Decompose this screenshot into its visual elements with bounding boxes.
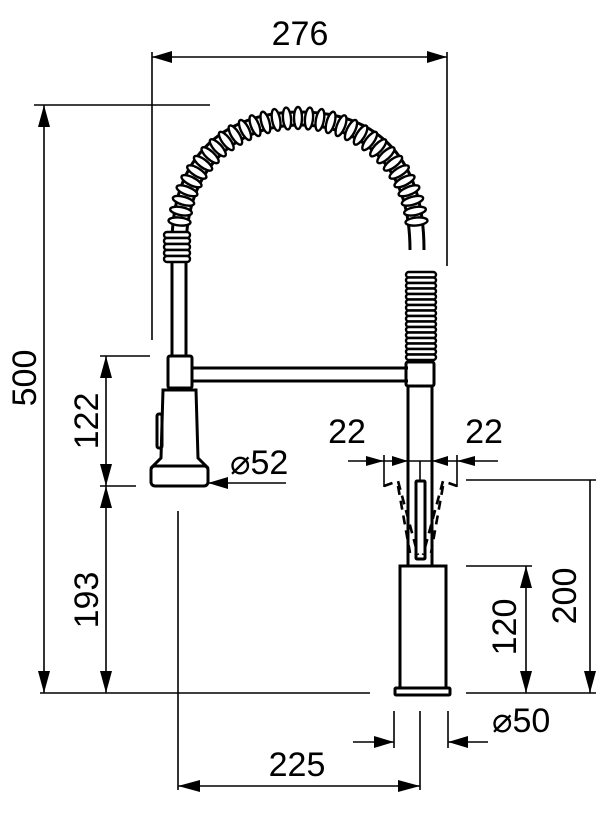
dimension-label-225: 225 — [269, 746, 326, 784]
left-spring-end — [162, 230, 192, 264]
dimension-label-200: 200 — [546, 568, 584, 625]
dimension-label-122: 122 — [68, 393, 106, 450]
dimension-reach: 225 — [177, 511, 421, 792]
dimension-label-52: ⌀52 — [230, 444, 288, 482]
holder-arm — [192, 360, 436, 388]
dimension-label-193: 193 — [68, 572, 106, 629]
faucet-base — [393, 564, 452, 697]
dimension-label-50: ⌀50 — [492, 702, 550, 740]
dimension-spray-head-clearance: 193 — [68, 486, 112, 693]
lever — [383, 479, 458, 561]
spring-coil-hose — [162, 105, 438, 565]
dimension-label-500: 500 — [6, 350, 44, 407]
dimension-lever-height: 200 — [466, 479, 596, 694]
spray-head — [149, 262, 210, 488]
dimension-swivel: 22 22 — [328, 413, 503, 487]
dimension-label-276: 276 — [272, 15, 329, 53]
dimension-base-diameter: ⌀50 — [353, 702, 550, 748]
dimension-overall-height: 500 — [6, 104, 370, 694]
dimension-label-120: 120 — [486, 599, 524, 656]
dimension-body-height: 120 — [486, 566, 532, 693]
right-spring-end — [404, 270, 438, 362]
dimension-label-22-left: 22 — [328, 413, 366, 451]
dimension-overall-width: 276 — [151, 15, 448, 340]
dimension-spray-head-diameter: ⌀52 — [208, 444, 288, 489]
dimension-spray-head-height: 122 — [68, 355, 150, 487]
dimension-label-22-right: 22 — [465, 413, 503, 451]
